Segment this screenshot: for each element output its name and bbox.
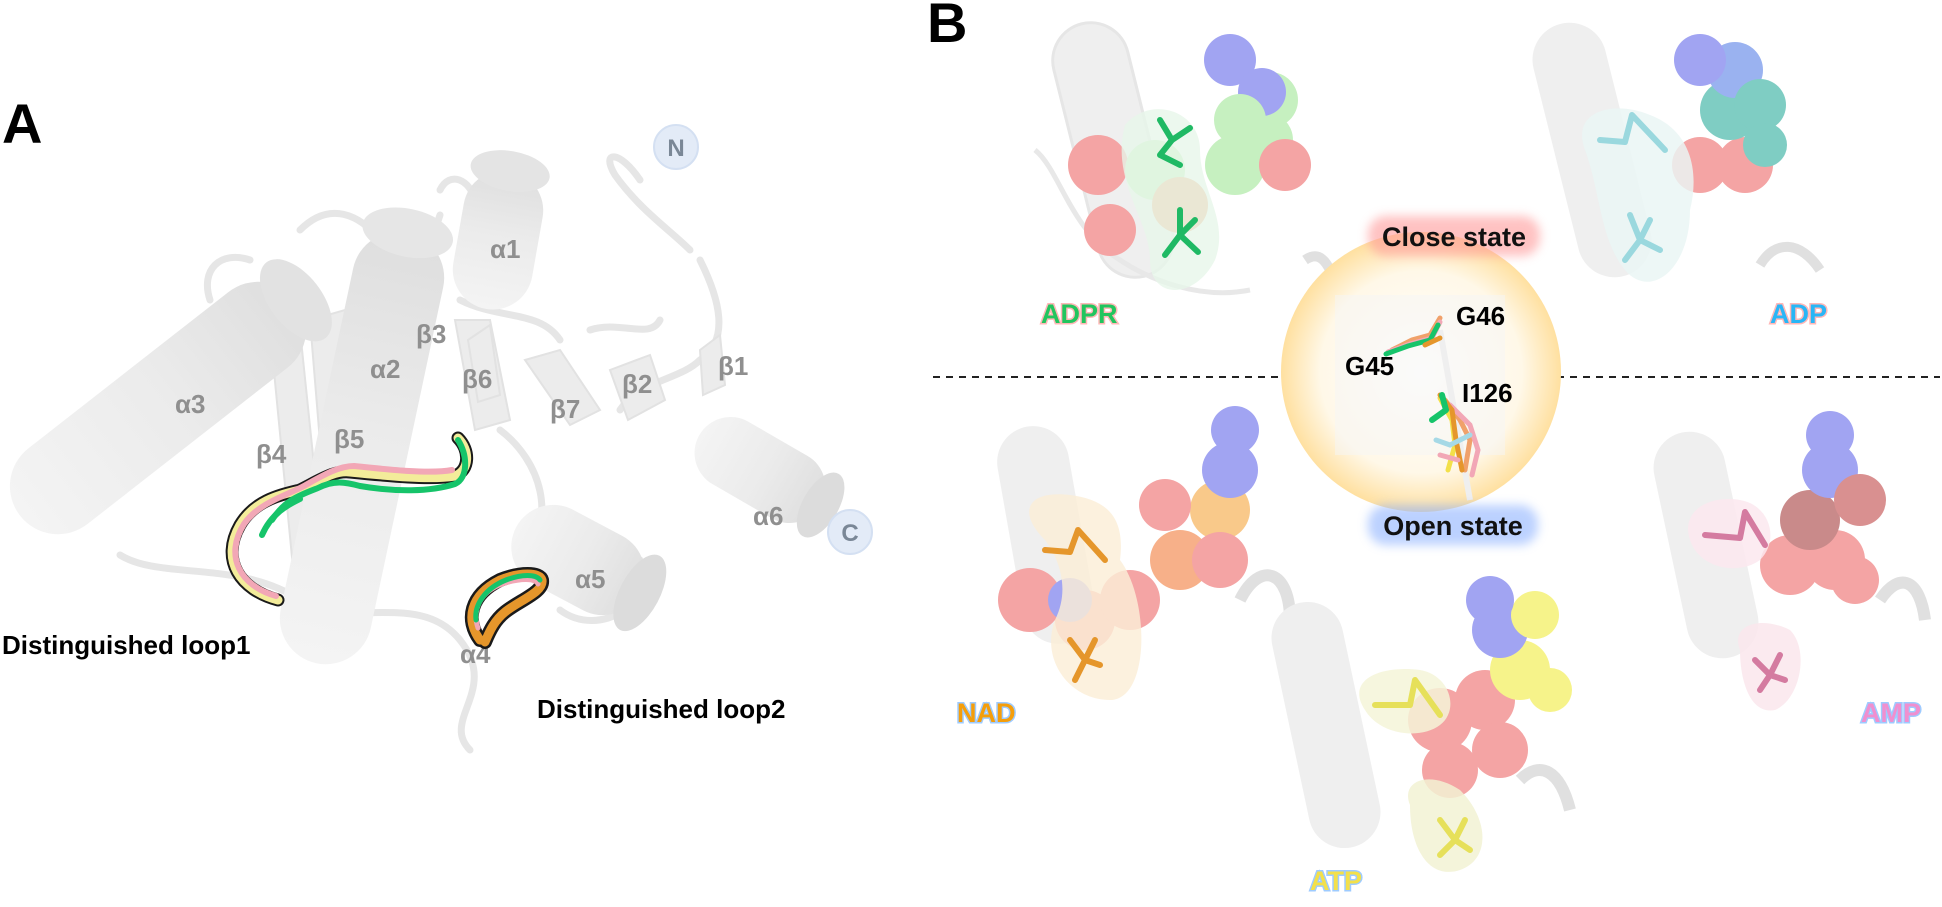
tile-adp: ADP <box>1532 22 1829 331</box>
c-terminus: C <box>827 509 873 555</box>
g45-g46-sticks <box>1383 315 1443 357</box>
label-beta1: β1 <box>718 351 748 381</box>
label-adpr: ADPR <box>1041 299 1118 329</box>
close-state: Close state <box>1368 216 1540 256</box>
panel-b: B <box>927 0 1940 898</box>
adpr-sticks <box>1157 117 1201 258</box>
tile-atp: ATP <box>1271 576 1576 898</box>
helix-a2 <box>279 207 454 665</box>
adp-sticks <box>1597 112 1668 263</box>
label-adp: ADP <box>1770 299 1827 329</box>
label-alpha5: α5 <box>575 564 605 594</box>
label-beta4: β4 <box>256 439 287 469</box>
loop2-label: Distinguished loop2 <box>537 694 785 724</box>
label-g45: G45 <box>1345 351 1394 381</box>
helix-a1 <box>452 150 550 310</box>
label-atp: ATP <box>1310 866 1362 896</box>
label-i126: I126 <box>1462 378 1513 408</box>
label-beta3: β3 <box>416 319 446 349</box>
tile-adpr: ADPR <box>1033 21 1345 331</box>
label-alpha3: α3 <box>175 389 205 419</box>
central-glow <box>1281 232 1561 512</box>
loop1-label: Distinguished loop1 <box>2 630 250 660</box>
panel-a-letter: A <box>2 92 42 155</box>
svg-text:C: C <box>841 520 858 547</box>
nad-sticks <box>1042 527 1108 683</box>
label-beta5: β5 <box>334 424 364 454</box>
amp-spheres <box>1760 411 1886 604</box>
label-alpha6: α6 <box>753 501 783 531</box>
n-terminus: N <box>653 124 699 170</box>
label-beta6: β6 <box>462 364 492 394</box>
label-alpha2: α2 <box>370 354 400 384</box>
label-alpha1: α1 <box>490 234 520 264</box>
label-g46: G46 <box>1456 301 1505 331</box>
tile-nad: NAD <box>956 406 1296 730</box>
svg-text:Open state: Open state <box>1383 511 1523 541</box>
label-beta7: β7 <box>550 394 580 424</box>
label-nad: NAD <box>957 698 1016 728</box>
amp-sticks <box>1702 509 1788 693</box>
label-amp: AMP <box>1861 698 1921 728</box>
label-beta2: β2 <box>622 369 652 399</box>
helix-a6 <box>694 417 845 538</box>
ss-labels: α1 α2 α3 α4 α5 α6 β1 β2 β3 β4 β5 β6 β7 <box>175 234 783 669</box>
panel-b-letter: B <box>927 0 967 54</box>
i126-sticks <box>1429 392 1481 478</box>
svg-text:N: N <box>667 135 684 162</box>
distinguished-loop1 <box>225 431 474 607</box>
panel-a: A <box>2 92 873 754</box>
distinguished-loop2 <box>464 567 549 649</box>
open-state: Open state <box>1368 505 1538 545</box>
tile-amp: AMP <box>1653 411 1931 730</box>
helix-a3 <box>9 259 332 535</box>
atp-sticks <box>1372 677 1473 858</box>
svg-text:Close state: Close state <box>1382 222 1526 252</box>
